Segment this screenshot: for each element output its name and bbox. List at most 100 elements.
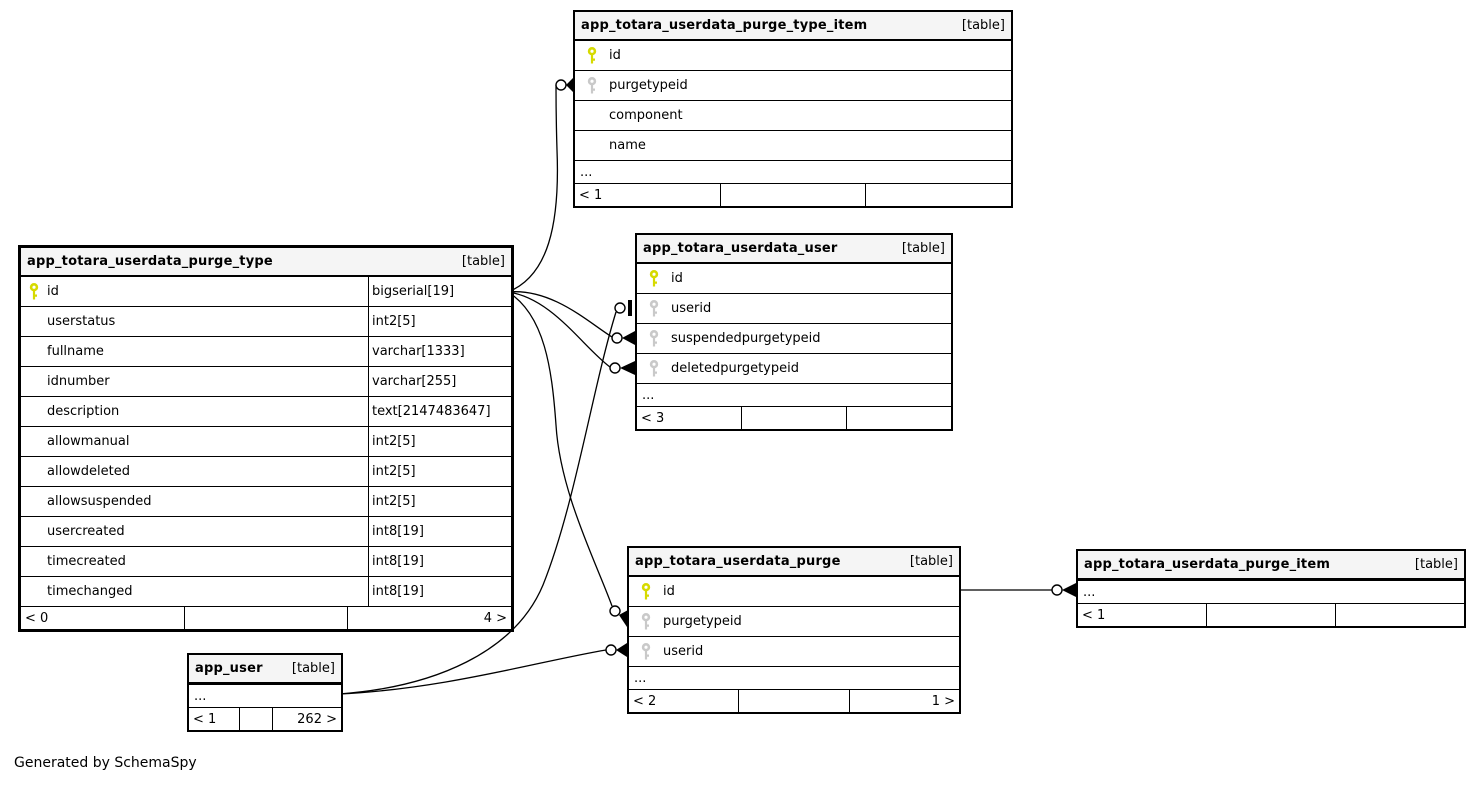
footer-spacer-cell [1206,604,1335,626]
column-row: purgetypeid [629,606,959,636]
related-out-count: 262 > [272,708,341,730]
foreign-key-icon [637,329,671,348]
edge-purgetype-to-deletedpurgetypeid [507,291,611,368]
column-row: userid [637,293,951,323]
table-footer: < 1 262 > [189,707,341,730]
column-name: timecreated [47,554,126,569]
crowfoot-marker [619,610,628,627]
edge-purgetype-to-purge-purgetypeid [507,291,613,607]
column-type: int8[19] [368,577,511,606]
column-name: id [609,48,621,63]
related-out-count: 4 > [347,607,511,629]
column-row: timechanged int8[19] [21,576,511,606]
column-type: int2[5] [368,427,511,456]
table-header: app_totara_userdata_purge_item [table] [1078,551,1464,580]
crowfoot-marker [566,78,573,92]
crowfoot-marker [622,331,635,345]
foreign-key-icon [629,642,663,661]
zero-marker [611,332,623,344]
column-type: int2[5] [368,457,511,486]
table-tag: [table] [901,241,945,256]
edge-purgetype-to-suspendedpurgetypeid [507,291,613,338]
column-type: int8[19] [368,517,511,546]
table-tag: [table] [1414,557,1458,572]
more-columns-ellipsis: ... [637,383,951,406]
more-columns-ellipsis: ... [629,666,959,689]
table-node-app_totara_userdata_user[interactable]: app_totara_userdata_user [table] id useri… [635,233,953,431]
table-footer: < 2 1 > [629,689,959,712]
column-name: fullname [47,344,104,359]
column-name: id [47,284,59,299]
column-name: allowmanual [47,434,130,449]
table-header: app_totara_userdata_purge_type [table] [21,248,511,277]
table-header: app_user [table] [189,655,341,684]
footer-spacer-cell [183,607,348,629]
column-row: id [637,264,951,293]
table-node-app_totara_userdata_purge_type_item[interactable]: app_totara_userdata_purge_type_item [tab… [573,10,1013,208]
column-type: int2[5] [368,307,511,336]
primary-key-icon [629,582,663,601]
table-tag: [table] [461,254,505,269]
column-name: component [609,108,683,123]
column-name: name [609,138,646,153]
column-type: text[2147483647] [368,397,511,426]
table-footer: < 1 [1078,603,1464,626]
footer-spacer-cell [741,407,846,429]
table-tag: [table] [909,554,953,569]
related-in-count: < 3 [641,410,665,426]
related-out-count [846,407,951,429]
one-bar-marker [628,300,632,316]
table-node-app_totara_userdata_purge_type[interactable]: app_totara_userdata_purge_type [table] i… [18,245,514,632]
column-name: userid [663,644,704,659]
foreign-key-icon [575,76,609,95]
zero-marker [609,362,621,374]
column-row: purgetypeid [575,70,1011,100]
column-name: suspendedpurgetypeid [671,331,821,346]
column-row: id [629,577,959,606]
column-name: usercreated [47,524,125,539]
column-row: deletedpurgetypeid [637,353,951,383]
related-in-count: < 1 [193,711,217,727]
primary-key-icon [575,46,609,65]
table-node-app_totara_userdata_purge_item[interactable]: app_totara_userdata_purge_item [table] .… [1076,549,1466,628]
column-row: allowmanual int2[5] [21,426,511,456]
column-name: deletedpurgetypeid [671,361,799,376]
table-title: app_totara_userdata_purge_type [27,254,273,269]
primary-key-icon [21,282,47,301]
related-in-count: < 1 [579,187,603,203]
footer-spacer-cell [239,708,272,730]
table-header: app_totara_userdata_purge [table] [629,548,959,577]
table-header: app_totara_userdata_user [table] [637,235,951,264]
footer-spacer-cell [719,184,866,206]
column-name: purgetypeid [609,78,688,93]
column-name: idnumber [47,374,110,389]
table-header: app_totara_userdata_purge_type_item [tab… [575,12,1011,41]
column-row: userid [629,636,959,666]
related-in-count: < 1 [1082,607,1106,623]
related-out-count [865,184,1011,206]
table-title: app_totara_userdata_purge_type_item [581,18,868,33]
column-name: id [671,271,683,286]
table-tag: [table] [961,18,1005,33]
related-out-count: 1 > [848,690,959,712]
foreign-key-icon [637,299,671,318]
column-row: name [575,130,1011,160]
table-title: app_user [195,661,263,676]
foreign-key-icon [637,359,671,378]
related-in-count: < 2 [633,693,657,709]
table-title: app_totara_userdata_purge_item [1084,557,1331,572]
table-footer: < 3 [637,406,951,429]
column-name: timechanged [47,584,133,599]
table-title: app_totara_userdata_user [643,241,838,256]
zero-marker [605,644,617,656]
